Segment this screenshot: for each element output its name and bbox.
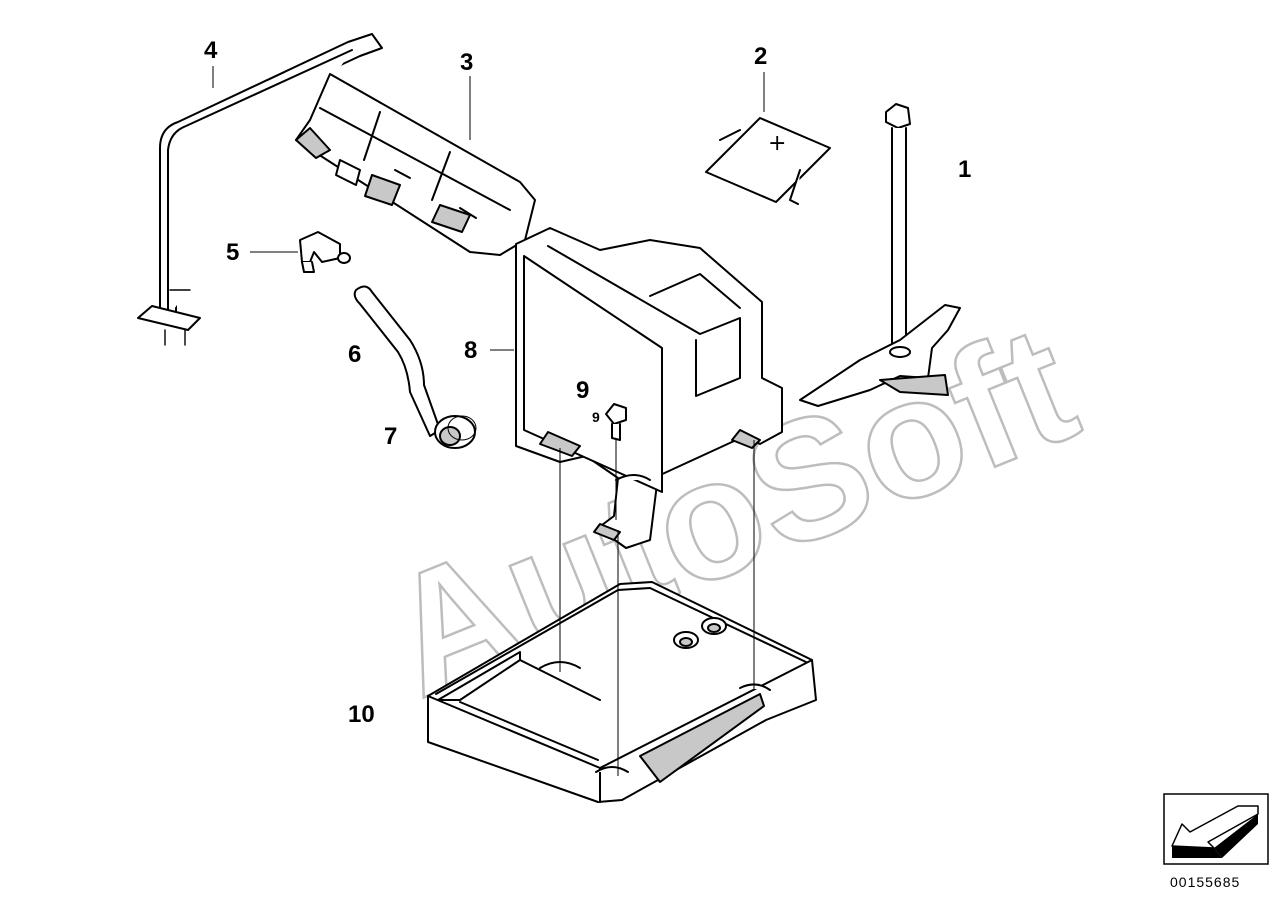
part-7-grommet[interactable] (434, 415, 477, 449)
part-2-terminal-cover[interactable]: + (705, 117, 831, 205)
callout-4: 4 (204, 37, 218, 64)
part-6-hose[interactable] (353, 285, 441, 437)
callout-2: 2 (754, 43, 767, 70)
callout-8: 8 (464, 337, 477, 364)
callout-6: 6 (348, 341, 361, 368)
callout-10: 10 (348, 701, 375, 728)
part-5-elbow[interactable] (299, 231, 351, 273)
arrow-left-down-icon[interactable] (1163, 793, 1269, 865)
callout-9-small: 9 (592, 409, 600, 425)
part-number-label: 00155685 (1170, 874, 1240, 890)
callout-3: 3 (460, 49, 473, 76)
leader-lines (212, 66, 765, 351)
part-10-base-tray[interactable] (427, 581, 817, 803)
part-1-holddown[interactable] (799, 103, 961, 407)
part-8-frame[interactable] (515, 227, 783, 549)
callout-1: 1 (958, 156, 971, 183)
part-3-cover[interactable] (295, 73, 536, 256)
plus-symbol: + (768, 131, 786, 156)
part-9-screw[interactable] (605, 403, 627, 441)
callout-7: 7 (384, 423, 397, 450)
guide-lines (559, 440, 755, 776)
part-4-strap[interactable] (137, 33, 383, 346)
callout-5: 5 (226, 239, 239, 266)
callout-9: 9 (576, 377, 589, 404)
callout-labels: 1 2 3 4 5 6 7 8 9 9 10 (204, 37, 971, 728)
